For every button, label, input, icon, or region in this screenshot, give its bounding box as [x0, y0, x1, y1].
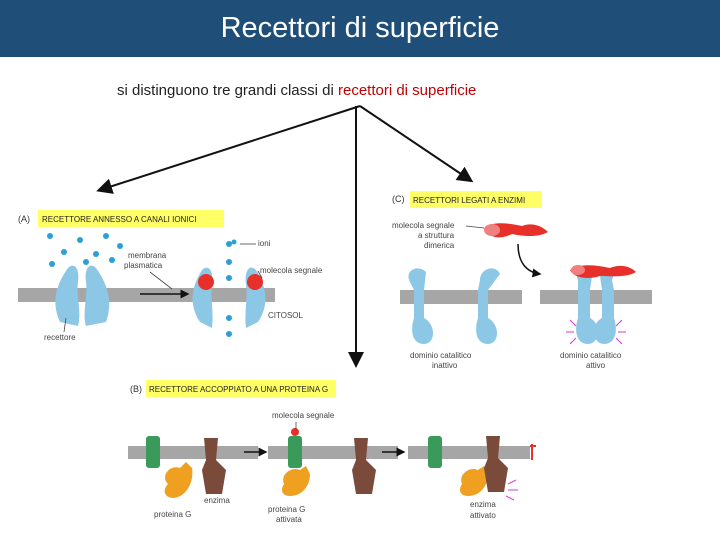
panel-b-output-arrow: [530, 444, 536, 460]
panel-a-signal-pointer: [257, 270, 263, 279]
panel-c-label-active-2: attivo: [586, 361, 606, 370]
panel-b-label-protein-g: proteina G: [154, 510, 191, 519]
arrow-to-panel-a: [96, 105, 361, 194]
intro-text-2: grandi classi di: [230, 82, 338, 99]
ions-extracellular: [47, 233, 123, 267]
panel-b-label-protein-g-active-2: attivata: [276, 515, 302, 524]
inactive-receptor-right: [476, 268, 500, 344]
panel-a-label-membrane-2: plasmatica: [124, 261, 163, 270]
panel-a-label-signal: molecola segnale: [260, 266, 323, 275]
dimeric-signal-molecule: [484, 223, 548, 238]
panel-c: (C) RECETTORI LEGATI A ENZIMI molecola s…: [392, 191, 652, 370]
panel-c-membrane-right: [540, 290, 652, 304]
panel-b-membrane-3: [408, 446, 530, 459]
active-receptor-left: [576, 268, 599, 344]
panel-b-heading: RECETTORE ACCOPPIATO A UNA PROTEINA G: [149, 385, 328, 394]
panel-a-label-ions: ioni: [258, 239, 271, 248]
gpcr-receptor-1: [146, 436, 160, 468]
panel-a-label-cytosol: CITOSOL: [268, 311, 304, 320]
panel-c-label-inactive-1: dominio catalitico: [410, 351, 472, 360]
title-bar: [0, 0, 720, 57]
panel-a-label-receptor: recettore: [44, 333, 76, 342]
active-receptor-right: [593, 268, 616, 344]
panel-a-heading: RECETTORE ANNESSO A CANALI IONICI: [42, 215, 197, 224]
panel-c-transition-arrow: [517, 243, 542, 278]
panel-a-tag: (A): [18, 214, 30, 224]
panel-a-heading-box: [38, 210, 224, 227]
panel-b-membrane-2: [268, 446, 398, 459]
g-protein-2: [282, 466, 310, 496]
signal-molecule-a2: [247, 274, 263, 290]
panel-c-tag: (C): [392, 194, 405, 204]
panel-a-receptor-pointer: [63, 317, 67, 333]
closed-channel-right: [84, 265, 110, 326]
arrow-to-panel-c: [359, 105, 474, 183]
ions-through-channel: [226, 239, 237, 337]
enzyme-1: [202, 438, 226, 494]
panel-c-label-signal-2: a struttura: [418, 231, 455, 240]
gpcr-receptor-2: [288, 436, 302, 468]
signal-molecule-a1: [198, 274, 214, 290]
intro-text-1: si distinguono: [117, 82, 213, 99]
panel-b-tag: (B): [130, 384, 142, 394]
gpcr-receptor-3: [428, 436, 442, 468]
panel-c-label-active-1: dominio catalitico: [560, 351, 622, 360]
panel-b-label-enzyme: enzima: [204, 496, 230, 505]
panel-c-label-inactive-2: inattivo: [432, 361, 458, 370]
intro-text-emphasis: tre: [212, 82, 231, 99]
panel-c-signal-pointer: [465, 225, 485, 229]
intro-text-highlight: recettori di superficie: [337, 82, 477, 99]
bound-dimeric-signal: [570, 265, 636, 278]
panel-a-label-membrane-1: membrana: [128, 251, 167, 260]
intro-sentence: si distinguono tre grandi classi di rece…: [117, 82, 476, 99]
enzyme-activity-sparks: [505, 479, 518, 501]
closed-channel-left: [55, 265, 80, 326]
panel-a: (A) RECETTORE ANNESSO A CANALI IONICI me…: [18, 210, 323, 342]
panel-c-label-signal-3: dimerica: [424, 241, 455, 250]
g-protein-3: [460, 466, 488, 496]
inactive-receptor-left: [408, 268, 433, 344]
enzyme-active: [484, 436, 508, 492]
dimeric-signal-tip: [484, 224, 500, 236]
panel-b-label-enzyme-active-2: attivato: [470, 511, 496, 520]
panel-b-label-signal: molecola segnale: [272, 411, 335, 420]
panel-b-membrane-1: [128, 446, 258, 459]
panel-b: (B) RECETTORE ACCOPPIATO A UNA PROTEINA …: [128, 380, 536, 524]
signal-molecule-b: [291, 428, 299, 436]
panel-c-heading-box: [410, 191, 542, 208]
pointer-arrows: [96, 105, 474, 368]
enzyme-2: [352, 438, 376, 494]
panel-b-label-protein-g-active-1: proteina G: [268, 505, 305, 514]
panel-b-label-enzyme-active-1: enzima: [470, 500, 496, 509]
page-title: Recettori di superficie: [220, 12, 500, 44]
panel-b-heading-box: [146, 380, 336, 397]
panel-c-heading: RECETTORI LEGATI A ENZIMI: [413, 196, 525, 205]
catalytic-activity-sparks: [566, 319, 626, 345]
panel-a-membrane-pointer: [149, 271, 173, 290]
panel-c-label-signal-1: molecola segnale: [392, 221, 455, 230]
panel-c-membrane-left: [400, 290, 522, 304]
g-protein-1: [164, 462, 193, 498]
bound-signal-tip: [571, 265, 585, 275]
